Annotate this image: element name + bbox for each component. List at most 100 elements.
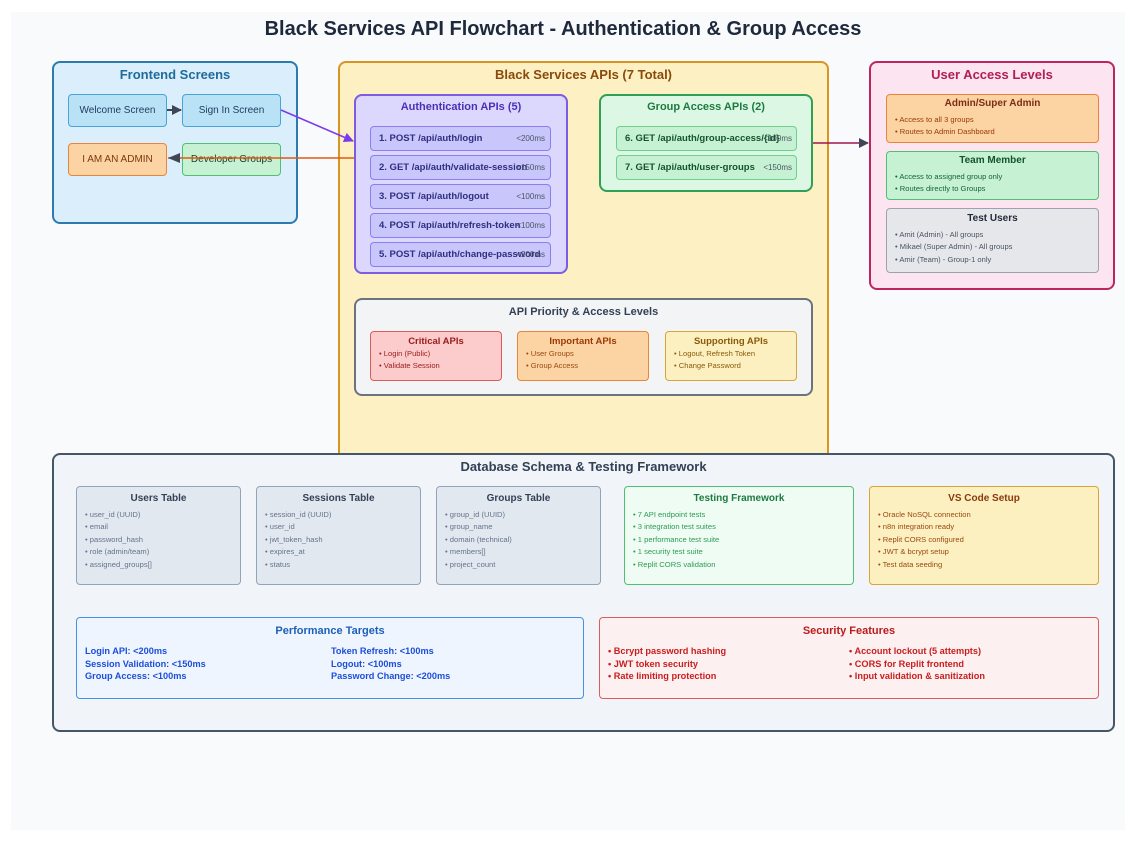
test-user-item: Amir (Team) - Group-1 only [895,254,1012,266]
vscode-item: n8n integration ready [878,521,971,533]
performance-targets-card: Performance Targets Login API: <200ms Se… [76,617,584,699]
developer-groups-node[interactable]: Developer Groups [182,143,281,176]
api-logout[interactable]: 3. POST /api/auth/logout <100ms [370,184,551,209]
access-panel-title: User Access Levels [931,67,1053,82]
api-refresh-token-label: 4. POST /api/auth/refresh-token [379,220,521,231]
test-users-title: Test Users [967,213,1018,224]
performance-item: Group Access: <100ms [85,671,187,681]
api-validate-session-time: <150ms [516,163,545,172]
sessions-field: expires_at [265,546,331,558]
groups-table-title: Groups Table [486,493,551,504]
api-logout-label: 3. POST /api/auth/logout [379,191,489,202]
users-field: user_id (UUID) [85,509,152,521]
signin-screen-node[interactable]: Sign In Screen [182,94,281,127]
api-user-groups-label: 7. GET /api/auth/user-groups [625,162,755,173]
supporting-apis-card: Supporting APIs Logout, Refresh Token Ch… [665,331,797,381]
admin-access-item: Access to all 3 groups [895,114,995,126]
test-user-item: Mikael (Super Admin) - All groups [895,241,1013,253]
users-field: assigned_groups[] [85,559,152,571]
sessions-table-title: Sessions Table [302,493,375,504]
sessions-field: status [265,559,331,571]
api-refresh-token[interactable]: 4. POST /api/auth/refresh-token<100ms [370,213,551,238]
security-left-column: Bcrypt password hashing JWT token securi… [608,645,726,683]
groups-field: group_name [445,521,512,533]
performance-item: Token Refresh: <100ms [331,646,434,656]
database-panel-title: Database Schema & Testing Framework [460,459,707,474]
testing-item: 7 API endpoint tests [633,509,719,521]
group-apis-title: Group Access APIs (2) [647,101,765,113]
priority-title: API Priority & Access Levels [508,306,659,318]
testing-framework-card: Testing Framework 7 API endpoint tests 3… [624,486,854,585]
performance-targets-title: Performance Targets [275,625,385,637]
supporting-apis-title: Supporting APIs [693,336,769,347]
important-apis-title: Important APIs [549,336,617,347]
vscode-item: JWT & bcrypt setup [878,546,971,558]
frontend-panel-title: Frontend Screens [119,67,231,82]
api-logout-time: <100ms [516,192,545,201]
important-item: User Groups [526,348,578,360]
security-item: Account lockout (5 attempts) [849,645,985,658]
vscode-item: Test data seeding [878,559,971,571]
groups-field: members[] [445,546,512,558]
groups-field: group_id (UUID) [445,509,512,521]
api-change-password[interactable]: 5. POST /api/auth/change-password<200ms [370,242,551,267]
supporting-item: Logout, Refresh Token [674,348,755,360]
testing-item: 1 performance test suite [633,534,719,546]
testing-item: Replit CORS validation [633,559,719,571]
admin-node[interactable]: I AM AN ADMIN [68,143,167,176]
api-group-access-time: <100ms [763,134,792,143]
performance-item: Login API: <200ms [85,646,168,656]
critical-apis-card: Critical APIs Login (Public) Validate Se… [370,331,502,381]
api-refresh-token-time: <100ms [516,221,545,230]
supporting-item: Change Password [674,360,755,372]
performance-item: Logout: <100ms [331,658,402,669]
vscode-setup-title: VS Code Setup [948,493,1020,504]
api-user-groups[interactable]: 7. GET /api/auth/user-groups <150ms [616,155,797,180]
performance-item: Session Validation: <150ms [85,658,206,669]
testing-item: 3 integration test suites [633,521,719,533]
security-item: Rate limiting protection [608,670,726,683]
sessions-field: user_id [265,521,331,533]
users-field: password_hash [85,534,152,546]
api-group-access[interactable]: 6. GET /api/auth/group-access/{id}<100ms [616,126,797,151]
groups-table-card: Groups Table group_id (UUID) group_name … [436,486,601,585]
sessions-field: session_id (UUID) [265,509,332,521]
test-user-item: Amit (Admin) - All groups [895,229,1012,241]
admin-access-item: Routes to Admin Dashboard [895,126,995,138]
admin-access-title: Admin/Super Admin [944,98,1041,109]
security-item: Bcrypt password hashing [608,645,726,658]
vscode-item: Oracle NoSQL connection [878,509,971,521]
api-validate-session-label: 2. GET /api/auth/validate-session [379,162,528,173]
groups-field: project_count [445,559,512,571]
api-login-label: 1. POST /api/auth/login [379,133,483,144]
important-item: Group Access [526,360,578,372]
auth-apis-title: Authentication APIs (5) [400,101,522,113]
admin-access-card: Admin/Super Admin Access to all 3 groups… [886,94,1099,143]
users-table-card: Users Table user_id (UUID) email passwor… [76,486,241,585]
groups-field: domain (technical) [445,534,512,546]
users-field: role (admin/team) [85,546,152,558]
welcome-screen-node[interactable]: Welcome Screen [68,94,167,127]
apis-panel-title: Black Services APIs (7 Total) [494,67,673,82]
api-change-password-label: 5. POST /api/auth/change-password [379,249,541,260]
diagram-title: Black Services API Flowchart - Authentic… [264,18,862,40]
api-login[interactable]: 1. POST /api/auth/login<200ms [370,126,551,151]
team-member-item: Access to assigned group only [895,171,1002,183]
test-users-card: Test Users Amit (Admin) - All groups Mik… [886,208,1099,273]
performance-item: Password Change: <200ms [331,671,451,681]
security-item: Input validation & sanitization [849,670,985,683]
team-member-item: Routes directly to Groups [895,183,1002,195]
security-right-column: Account lockout (5 attempts) CORS for Re… [849,645,985,683]
api-user-groups-time: <150ms [763,163,792,172]
security-features-title: Security Features [802,625,896,637]
team-member-title: Team Member [959,155,1026,166]
vscode-item: Replit CORS configured [878,534,971,546]
api-validate-session[interactable]: 2. GET /api/auth/validate-session<150ms [370,155,551,180]
testing-item: 1 security test suite [633,546,719,558]
performance-left-column: Login API: <200ms Session Validation: <1… [85,645,206,683]
sessions-table-card: Sessions Table session_id (UUID) user_id… [256,486,421,585]
security-item: JWT token security [608,658,726,671]
sessions-field: jwt_token_hash [265,534,331,546]
important-apis-card: Important APIs User Groups Group Access [517,331,649,381]
users-table-title: Users Table [130,493,187,504]
